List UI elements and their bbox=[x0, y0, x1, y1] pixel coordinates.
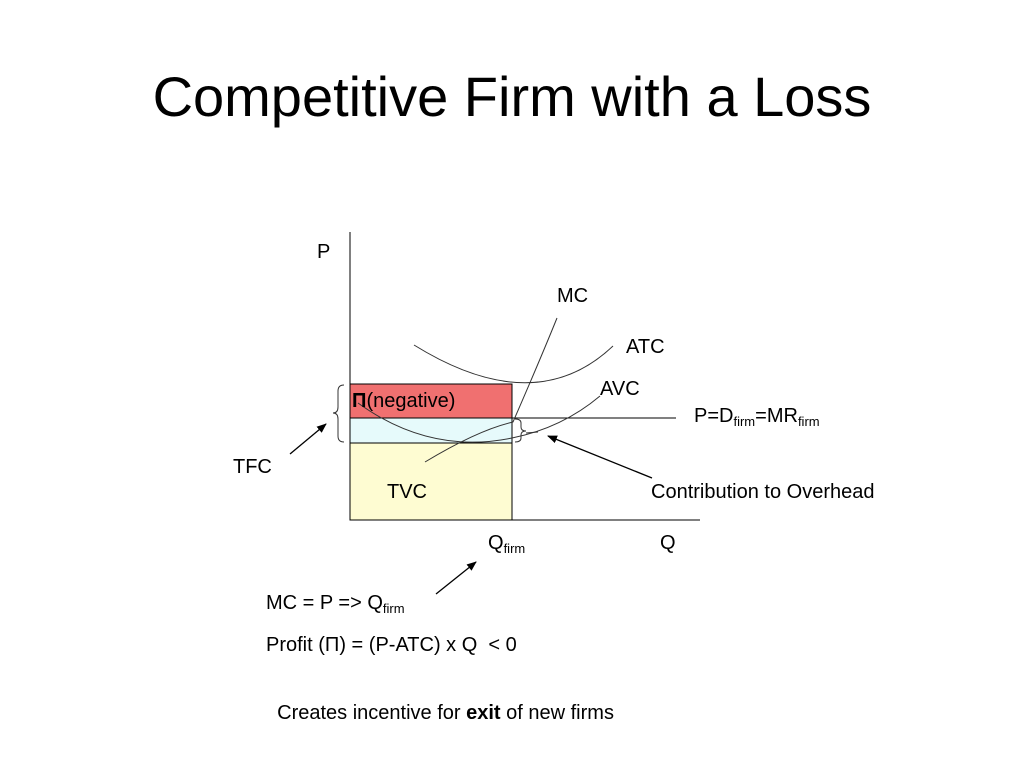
profit-text: (negative) bbox=[366, 390, 456, 412]
q-firm-sub: firm bbox=[503, 541, 526, 556]
overhead-arrow bbox=[547, 435, 653, 479]
note-line-1-text: MC = P => Q bbox=[266, 592, 383, 614]
overhead-brace bbox=[514, 418, 527, 443]
tvc-area bbox=[349, 442, 513, 521]
price-line-label-sub2: firm bbox=[797, 414, 820, 429]
note-line-3-before: Creates incentive for bbox=[277, 702, 467, 724]
atc-label: ATC bbox=[626, 336, 665, 358]
tfc-brace bbox=[332, 384, 345, 443]
q-firm-main: Q bbox=[488, 532, 504, 554]
mc-label: MC bbox=[557, 285, 589, 307]
note-line-1: MC = P => Qfirm bbox=[266, 590, 405, 616]
note-line-2: Profit (Π) = (P-ATC) x Q < 0 bbox=[266, 634, 517, 656]
note-line-3-after: of new firms bbox=[500, 702, 614, 724]
slide-title: Competitive Firm with a Loss bbox=[152, 65, 872, 128]
tfc-arrow bbox=[289, 423, 327, 455]
q-firm-label: Qfirm bbox=[488, 531, 525, 555]
x-axis-label: Q bbox=[660, 532, 676, 554]
y-axis-label: P bbox=[317, 241, 331, 263]
profit-label: Π(negative) bbox=[352, 389, 455, 413]
tfc-label: TFC bbox=[233, 456, 272, 478]
profit-symbol: Π bbox=[352, 390, 367, 412]
tvc-label: TVC bbox=[387, 481, 427, 503]
mc-curve bbox=[424, 317, 558, 463]
price-line-label-sub1: firm bbox=[733, 414, 756, 429]
note-line-3-bold: exit bbox=[466, 702, 501, 724]
price-line-label: P=Dfirm=MRfirm bbox=[694, 404, 820, 428]
overhead-tick bbox=[525, 431, 539, 434]
avc-curve bbox=[357, 395, 601, 443]
qfirm-arrow bbox=[435, 561, 477, 595]
atc-curve bbox=[413, 344, 614, 384]
loss-area bbox=[349, 383, 513, 419]
note-line-3: Creates incentive for exit of new firms bbox=[266, 674, 614, 726]
price-line-label-part1: P=D bbox=[694, 405, 734, 427]
overhead-label: Contribution to Overhead bbox=[651, 481, 875, 503]
note-line-1-sub: firm bbox=[382, 601, 405, 616]
price-line-label-part2: =MR bbox=[755, 405, 798, 427]
avc-label: AVC bbox=[600, 378, 640, 400]
